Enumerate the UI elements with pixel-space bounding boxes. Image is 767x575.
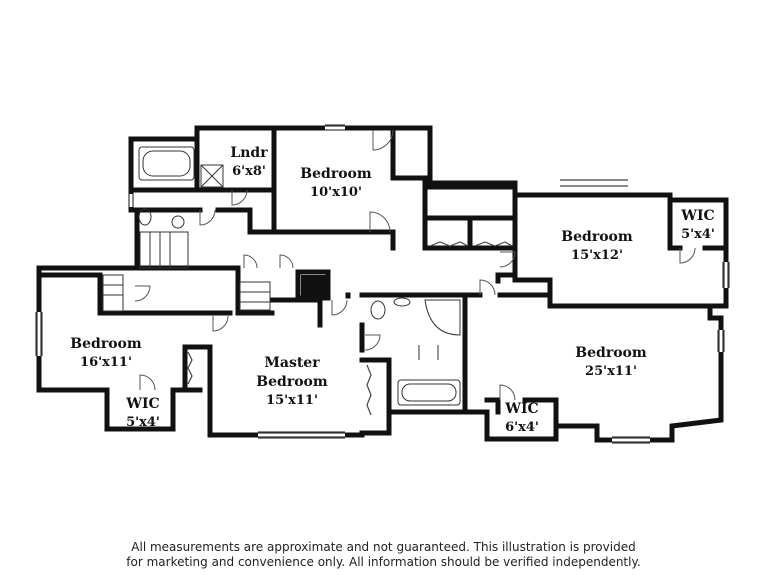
room-name2-master: Bedroom (256, 374, 328, 390)
doors (134, 129, 696, 401)
room-name-bedroom-c: Bedroom (70, 336, 142, 352)
room-name-bedroom-b: Bedroom (561, 229, 633, 245)
room-name-laundry: Lndr (230, 145, 268, 161)
room-label-master: Master Bedroom 15'x11' (256, 355, 328, 408)
outer-walls (36, 125, 729, 443)
sink-bath (393, 297, 411, 307)
room-name-master: Master (264, 355, 320, 371)
room-label-bedroom-c: Bedroom 16'x11' (70, 336, 142, 370)
room-label-wic-b: WIC 5'x4' (125, 396, 160, 430)
room-label-wic-c: WIC 6'x4' (504, 401, 539, 435)
shower-bath (424, 299, 461, 336)
room-size-laundry: 6'x8' (232, 164, 266, 179)
room-label-laundry: Lndr 6'x8' (230, 145, 268, 179)
room-name-bedroom-d: Bedroom (575, 345, 647, 361)
room-name-wic-c: WIC (504, 401, 538, 417)
washer-dryer (200, 164, 224, 188)
closet-doors (187, 241, 513, 416)
room-size-master: 15'x11' (266, 393, 318, 408)
room-size-bedroom-c: 16'x11' (80, 355, 132, 370)
toilet-bath (370, 300, 386, 320)
disclaimer-line-2: for marketing and convenience only. All … (126, 555, 641, 569)
bathtub-bath (397, 379, 461, 406)
chimney-block (301, 275, 326, 297)
room-label-wic-a: WIC 5'x4' (680, 208, 715, 242)
stairs-left (102, 274, 124, 312)
room-label-bedroom-a: Bedroom 10'x10' (300, 166, 372, 200)
room-size-wic-c: 6'x4' (505, 420, 539, 435)
disclaimer-line-1: All measurements are approximate and not… (131, 540, 636, 554)
room-label-bedroom-d: Bedroom 25'x11' (575, 345, 647, 379)
room-name-wic-b: WIC (125, 396, 159, 412)
room-size-wic-a: 5'x4' (681, 227, 715, 242)
room-size-bedroom-d: 25'x11' (585, 364, 637, 379)
bathtub-upper (138, 146, 195, 181)
window-lines (35, 124, 730, 444)
floor-plan: Lndr 6'x8' Bedroom 10'x10' Bedroom 15'x1… (35, 124, 730, 444)
room-size-wic-b: 5'x4' (126, 415, 160, 430)
room-name-wic-a: WIC (680, 208, 714, 224)
fixtures (102, 146, 461, 406)
stairs-center (239, 281, 271, 311)
room-label-bedroom-b: Bedroom 15'x12' (561, 229, 633, 263)
room-size-bedroom-b: 15'x12' (571, 248, 623, 263)
stairs-upper (139, 231, 189, 269)
room-size-bedroom-a: 10'x10' (310, 185, 362, 200)
windows (37, 126, 728, 442)
sink-upper (171, 215, 185, 229)
toilet-upper (138, 208, 152, 226)
room-name-bedroom-a: Bedroom (300, 166, 372, 182)
disclaimer-text: All measurements are approximate and not… (0, 540, 767, 570)
interior-walls (36, 125, 729, 436)
